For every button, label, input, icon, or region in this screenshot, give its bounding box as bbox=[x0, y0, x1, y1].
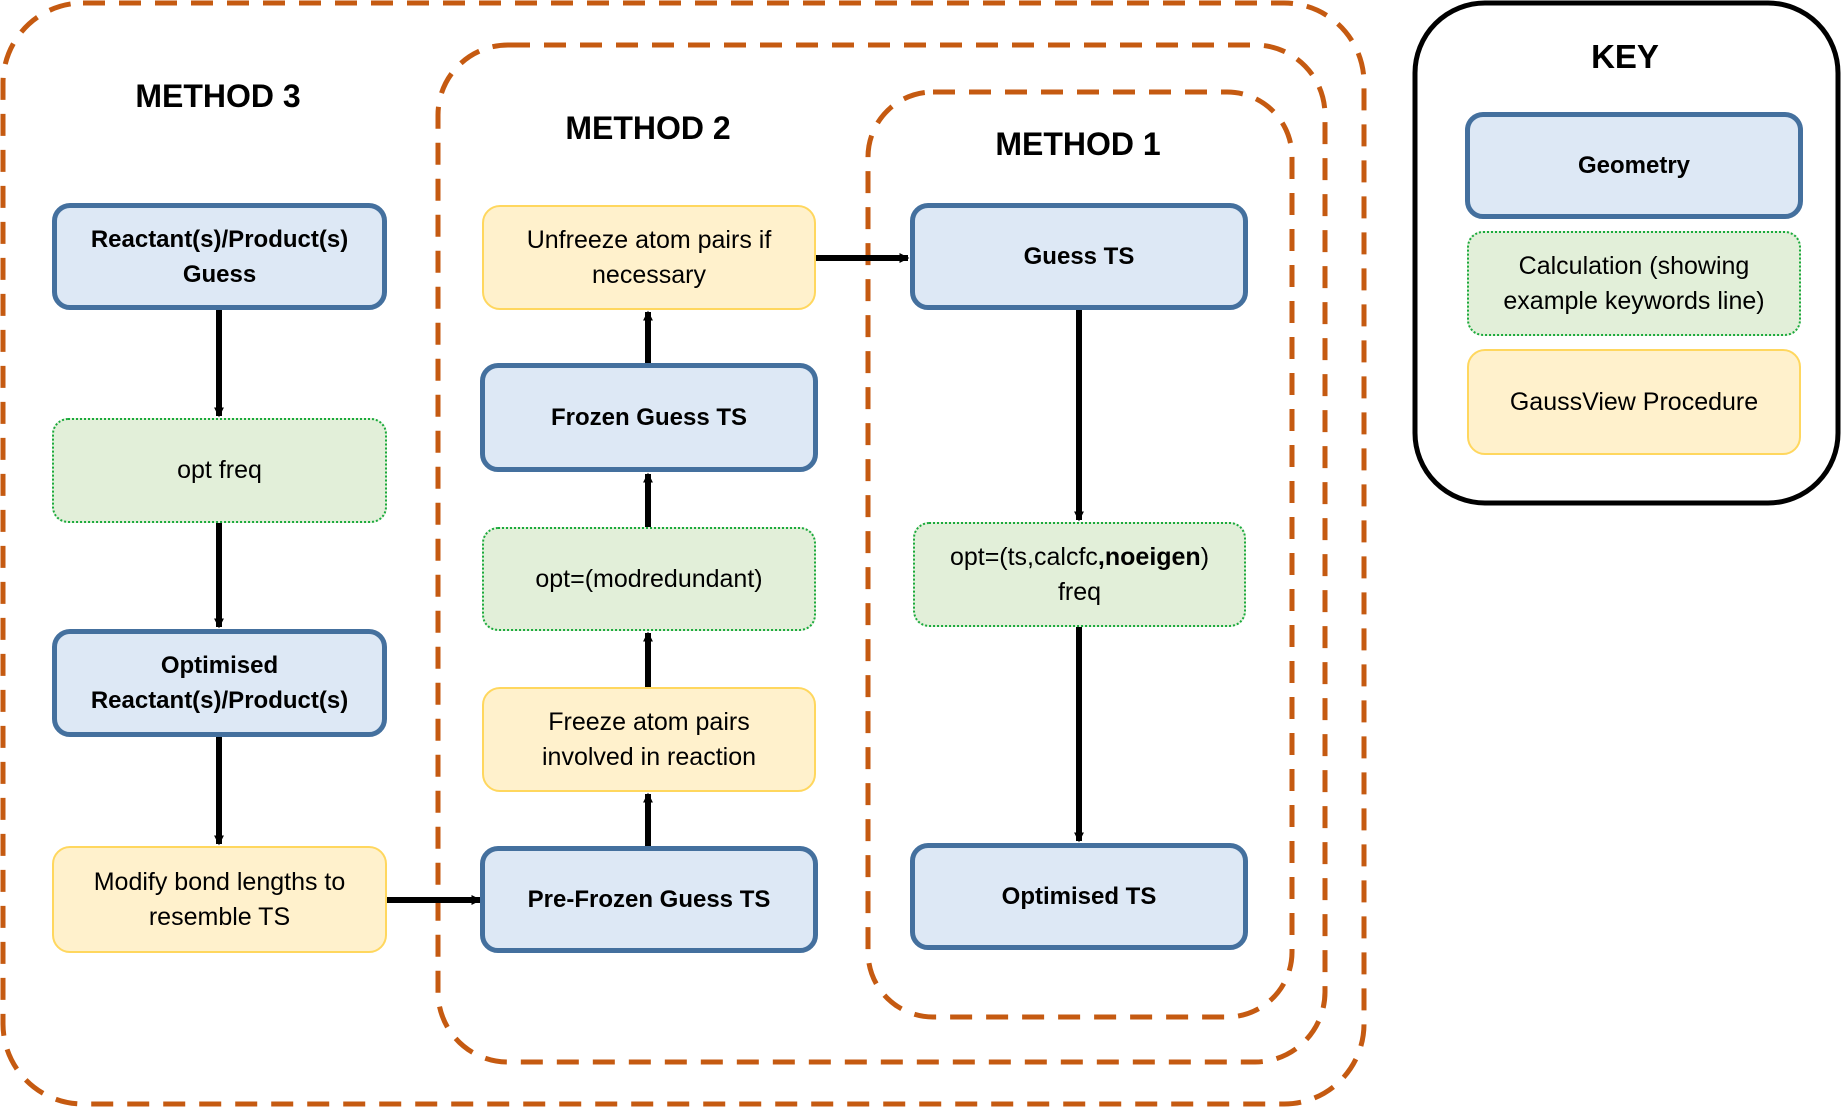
method1-group-border bbox=[865, 89, 1295, 1020]
node-text: Optimised TS bbox=[1001, 883, 1157, 910]
node-opt-freq: opt freq bbox=[52, 418, 387, 523]
node-text: Frozen Guess TS bbox=[550, 404, 748, 431]
node-line: involved in reaction bbox=[541, 742, 756, 771]
key-item-label: GaussView Procedure bbox=[1509, 387, 1759, 416]
node-line: Guess bbox=[182, 260, 257, 288]
node-opt-modredundant: opt=(modredundant) bbox=[482, 527, 816, 631]
node-line: Reactant(s)/Product(s) bbox=[90, 687, 349, 714]
key-item-label: Calculation (showing bbox=[1518, 251, 1750, 280]
node-text: opt=(modredundant) bbox=[535, 564, 763, 593]
node-line: freq bbox=[1057, 577, 1102, 606]
node-frozen-guess-ts: Frozen Guess TS bbox=[480, 363, 818, 472]
node-text-part: ) bbox=[1200, 542, 1210, 571]
node-pre-frozen-guess-ts: Pre-Frozen Guess TS bbox=[480, 846, 818, 953]
node-unfreeze-atom-pairs: Unfreeze atom pairs if necessary bbox=[482, 205, 816, 310]
node-freeze-atom-pairs: Freeze atom pairs involved in reaction bbox=[482, 687, 816, 792]
method2-group-border bbox=[435, 42, 1328, 1065]
node-text: Pre-Frozen Guess TS bbox=[527, 886, 771, 913]
method3-group-border bbox=[0, 0, 1367, 1107]
key-item-calculation: Calculation (showing example keywords lin… bbox=[1467, 231, 1801, 336]
node-guess-ts: Guess TS bbox=[910, 203, 1248, 310]
key-item-gaussview: GaussView Procedure bbox=[1467, 349, 1801, 455]
node-line: Optimised bbox=[160, 652, 279, 679]
method3-title: METHOD 3 bbox=[135, 78, 301, 114]
node-reactant-product-guess: Reactant(s)/Product(s) Guess bbox=[52, 203, 387, 310]
node-line: Unfreeze atom pairs if bbox=[526, 225, 772, 254]
key-item-geometry: Geometry bbox=[1465, 112, 1803, 219]
key-title: KEY bbox=[1591, 38, 1659, 75]
node-text: Guess TS bbox=[1023, 243, 1135, 270]
method2-title: METHOD 2 bbox=[565, 110, 731, 146]
node-line: resemble TS bbox=[148, 902, 291, 931]
node-line: Freeze atom pairs bbox=[548, 707, 750, 736]
key-border bbox=[1412, 0, 1841, 506]
node-line: Modify bond lengths to bbox=[93, 867, 346, 896]
key-item-label: Geometry bbox=[1577, 152, 1691, 179]
method1-title: METHOD 1 bbox=[995, 126, 1161, 162]
node-opt-ts-calcfc-noeigen: opt=(ts,calcfc,noeigen) freq bbox=[913, 522, 1246, 627]
node-optimised-ts: Optimised TS bbox=[910, 843, 1248, 950]
node-modify-bond-lengths: Modify bond lengths to resemble TS bbox=[52, 846, 387, 953]
node-text-part: opt=(ts,calcfc bbox=[949, 542, 1098, 571]
node-text-bold-part: ,noeigen bbox=[1097, 542, 1201, 571]
key-item-label: example keywords line) bbox=[1503, 286, 1765, 315]
node-text: opt freq bbox=[177, 456, 262, 484]
node-line: Reactant(s)/Product(s) bbox=[90, 225, 349, 253]
node-line: necessary bbox=[592, 260, 706, 289]
